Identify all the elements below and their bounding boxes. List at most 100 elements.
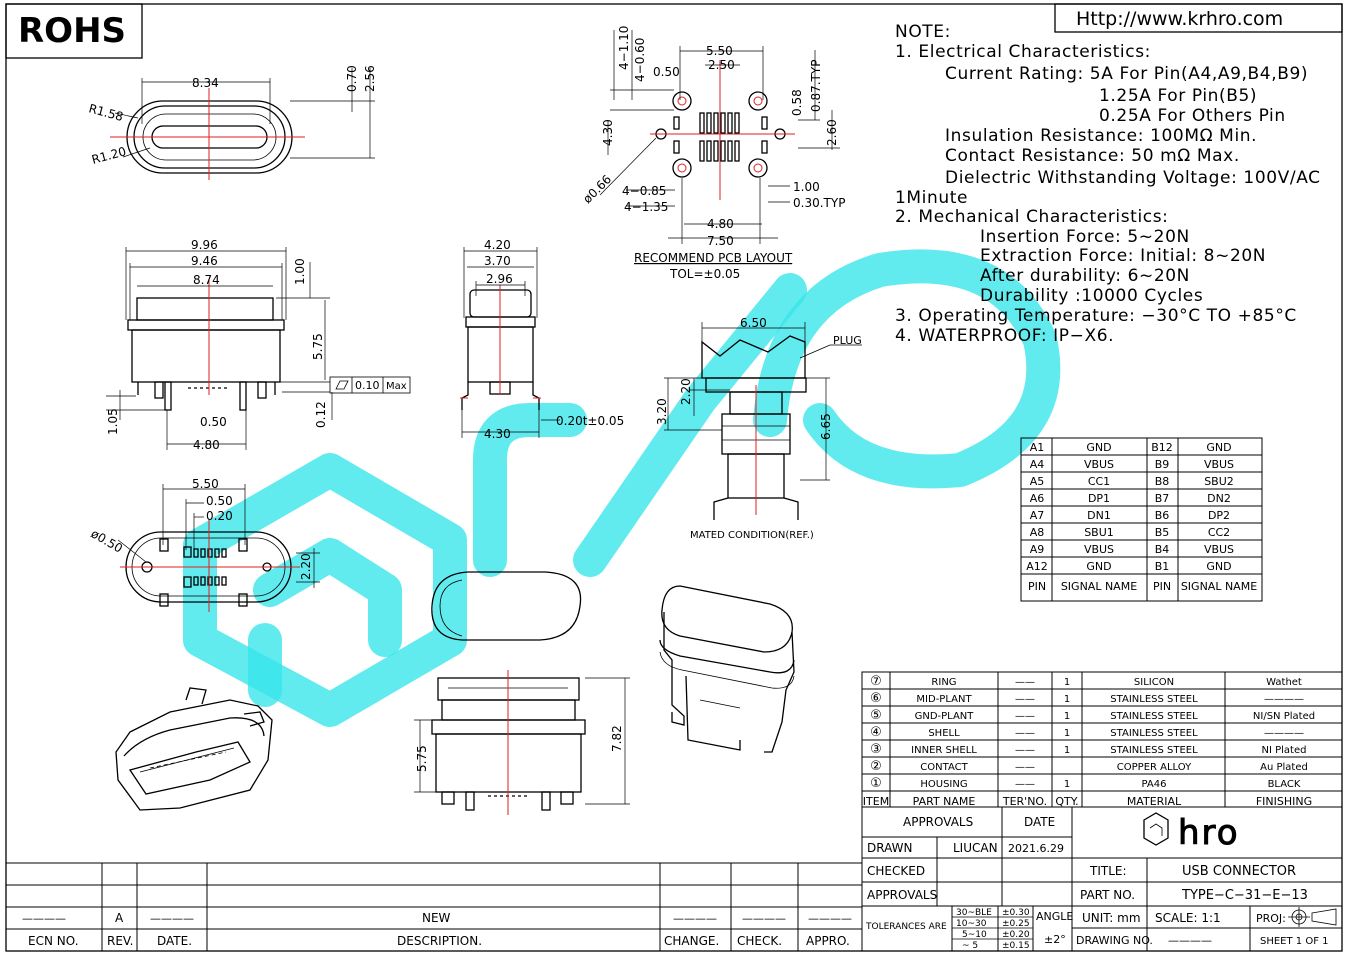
description-value: NEW xyxy=(422,911,451,925)
note-line: 3. Operating Temperature: −30°C TO +85°C xyxy=(895,306,1297,326)
mated-caption: MATED CONDITION(REF.) xyxy=(690,530,814,541)
pin-table-cell: A9 xyxy=(1030,543,1045,556)
bom-table-cell: 1 xyxy=(1064,779,1070,790)
dim-label: 2.20 xyxy=(299,553,313,580)
pcb-layout-title: RECOMMEND PCB LAYOUT xyxy=(634,251,793,265)
bom-table-cell: PA46 xyxy=(1142,779,1167,790)
note-line: Insulation Resistance: 100MΩ Min. xyxy=(945,126,1257,146)
projection-symbol-icon xyxy=(1288,907,1337,927)
dim-label: 5.75 xyxy=(415,745,429,772)
dim-label: 1.00 xyxy=(793,180,820,194)
dim-label: 8.74 xyxy=(193,273,220,287)
rev-blank: ———— xyxy=(22,912,66,925)
appro-header: APPRO. xyxy=(806,934,850,948)
bom-table-cell: ⑤ xyxy=(870,708,882,723)
pin-table-cell: B9 xyxy=(1155,458,1170,471)
dim-label: 0.50 xyxy=(206,494,233,508)
pin-table-cell: B8 xyxy=(1155,475,1170,488)
scale-label: SCALE: 1:1 xyxy=(1155,911,1221,925)
note-line: 1.25A For Pin(B5) xyxy=(1099,86,1257,106)
checked-label: CHECKED xyxy=(867,864,925,878)
part-no-value: TYPE−C−31−E−13 xyxy=(1181,888,1308,903)
pin-table-cell: A6 xyxy=(1030,492,1045,505)
bom-table-cell: COPPER ALLOY xyxy=(1117,762,1192,773)
dim-label: R1.58 xyxy=(87,101,124,124)
dim-label: ø0.50 xyxy=(89,526,125,555)
dim-label: 4.80 xyxy=(193,438,220,452)
pin-table-cell: VBUS xyxy=(1204,458,1234,471)
dim-label: 4.20 xyxy=(484,238,511,252)
bom-table-cell: —— xyxy=(1015,762,1035,773)
bom-table-cell: ———— xyxy=(1264,728,1304,739)
pin-table-cell: SBU1 xyxy=(1084,526,1114,539)
pin-table-cell: CC2 xyxy=(1208,526,1230,539)
tolerances-label: TOLERANCES ARE xyxy=(865,922,947,932)
date-col-header: DATE. xyxy=(157,934,192,948)
dim-label: 5.50 xyxy=(192,477,219,491)
bom-table-cell: RING xyxy=(931,677,956,688)
bom-table-cell: —— xyxy=(1015,745,1035,756)
pcb-tolerance: TOL=±0.05 xyxy=(669,267,740,281)
dim-label: 9.96 xyxy=(191,238,218,252)
lower-view: 5.75 7.82 xyxy=(414,670,630,815)
note-line: Dielectric Withstanding Voltage: 100V/AC xyxy=(945,168,1321,188)
bom-table-cell: STAINLESS STEEL xyxy=(1110,728,1198,739)
pin-table-cell: DP2 xyxy=(1208,509,1230,522)
dim-label: 1.00 xyxy=(293,258,307,285)
title-block: APPROVALS DATE DRAWN LIUCAN 2021.6.29 CH… xyxy=(861,806,1343,952)
bom-table-header: MATERIAL xyxy=(1127,795,1182,808)
dim-label: 0.70 xyxy=(345,65,359,92)
dim-label: 2.96 xyxy=(486,272,513,286)
change-blank: ———— xyxy=(673,912,717,925)
dim-label: 0.50 xyxy=(653,65,680,79)
bom-table-cell: NI/SN Plated xyxy=(1253,711,1315,722)
sheet-label: SHEET 1 OF 1 xyxy=(1260,936,1329,947)
dim-label: 7.82 xyxy=(610,725,624,752)
dim-label: 4−0.85 xyxy=(622,184,666,198)
bom-table-cell: Au Plated xyxy=(1260,762,1308,773)
ecn-no-header: ECN NO. xyxy=(28,934,79,948)
bottom-view: 5.50 0.50 0.20 ø0.50 2.20 xyxy=(89,477,320,612)
dim-label: 9.46 xyxy=(191,254,218,268)
angle-value: ±2° xyxy=(1044,933,1066,946)
dim-label: 2.56 xyxy=(363,65,377,92)
bom-table-header: QTY. xyxy=(1055,795,1078,808)
bom-table-cell: CONTACT xyxy=(920,762,968,773)
note-line: Extraction Force: Initial: 8~20N xyxy=(980,246,1266,266)
dim-label: 2.50 xyxy=(708,58,735,72)
pin-table-cell: B12 xyxy=(1151,441,1173,454)
iso-view-ring xyxy=(431,571,582,641)
pin-table-cell: VBUS xyxy=(1084,543,1114,556)
check-blank: ———— xyxy=(742,912,786,925)
pin-table-cell: GND xyxy=(1206,560,1231,573)
approvals-header: APPROVALS xyxy=(903,815,973,829)
note-line: Current Rating: 5A For Pin(A4,A9,B4,B9) xyxy=(945,64,1308,84)
dim-label: 0.30.TYP xyxy=(793,196,845,210)
note-line: Durability :10000 Cycles xyxy=(980,286,1203,306)
bom-table-cell: ② xyxy=(870,759,882,774)
bom-table-cell: 1 xyxy=(1064,745,1070,756)
dim-label: 0.50 xyxy=(200,415,227,429)
dim-label: 3.70 xyxy=(484,254,511,268)
check-header: CHECK. xyxy=(737,934,782,948)
plug-label: PLUG xyxy=(833,334,862,347)
pin-table-cell: GND xyxy=(1086,560,1111,573)
pin-table-header: PIN xyxy=(1153,580,1171,593)
drawing-no-label: DRAWING NO. xyxy=(1076,934,1153,947)
drawing-no-value: ———— xyxy=(1168,934,1212,947)
dim-label: 4.30 xyxy=(601,119,615,146)
title-label: TITLE: xyxy=(1089,864,1127,878)
pin-table-cell: SBU2 xyxy=(1204,475,1234,488)
pin-table-cell: A5 xyxy=(1030,475,1045,488)
appro-blank: ———— xyxy=(808,912,852,925)
dim-label: 0.20t±0.05 xyxy=(556,414,624,428)
iso-view-upright xyxy=(659,585,795,753)
description-header: DESCRIPTION. xyxy=(397,934,482,948)
rohs-box: ROHS xyxy=(5,3,143,59)
pin-table-cell: CC1 xyxy=(1088,475,1110,488)
pin-table-cell: A1 xyxy=(1030,441,1045,454)
dim-label: ø0.66 xyxy=(580,172,614,206)
note-line: Contact Resistance: 50 mΩ Max. xyxy=(945,146,1240,166)
note-line: After durability: 6~20N xyxy=(980,266,1190,286)
